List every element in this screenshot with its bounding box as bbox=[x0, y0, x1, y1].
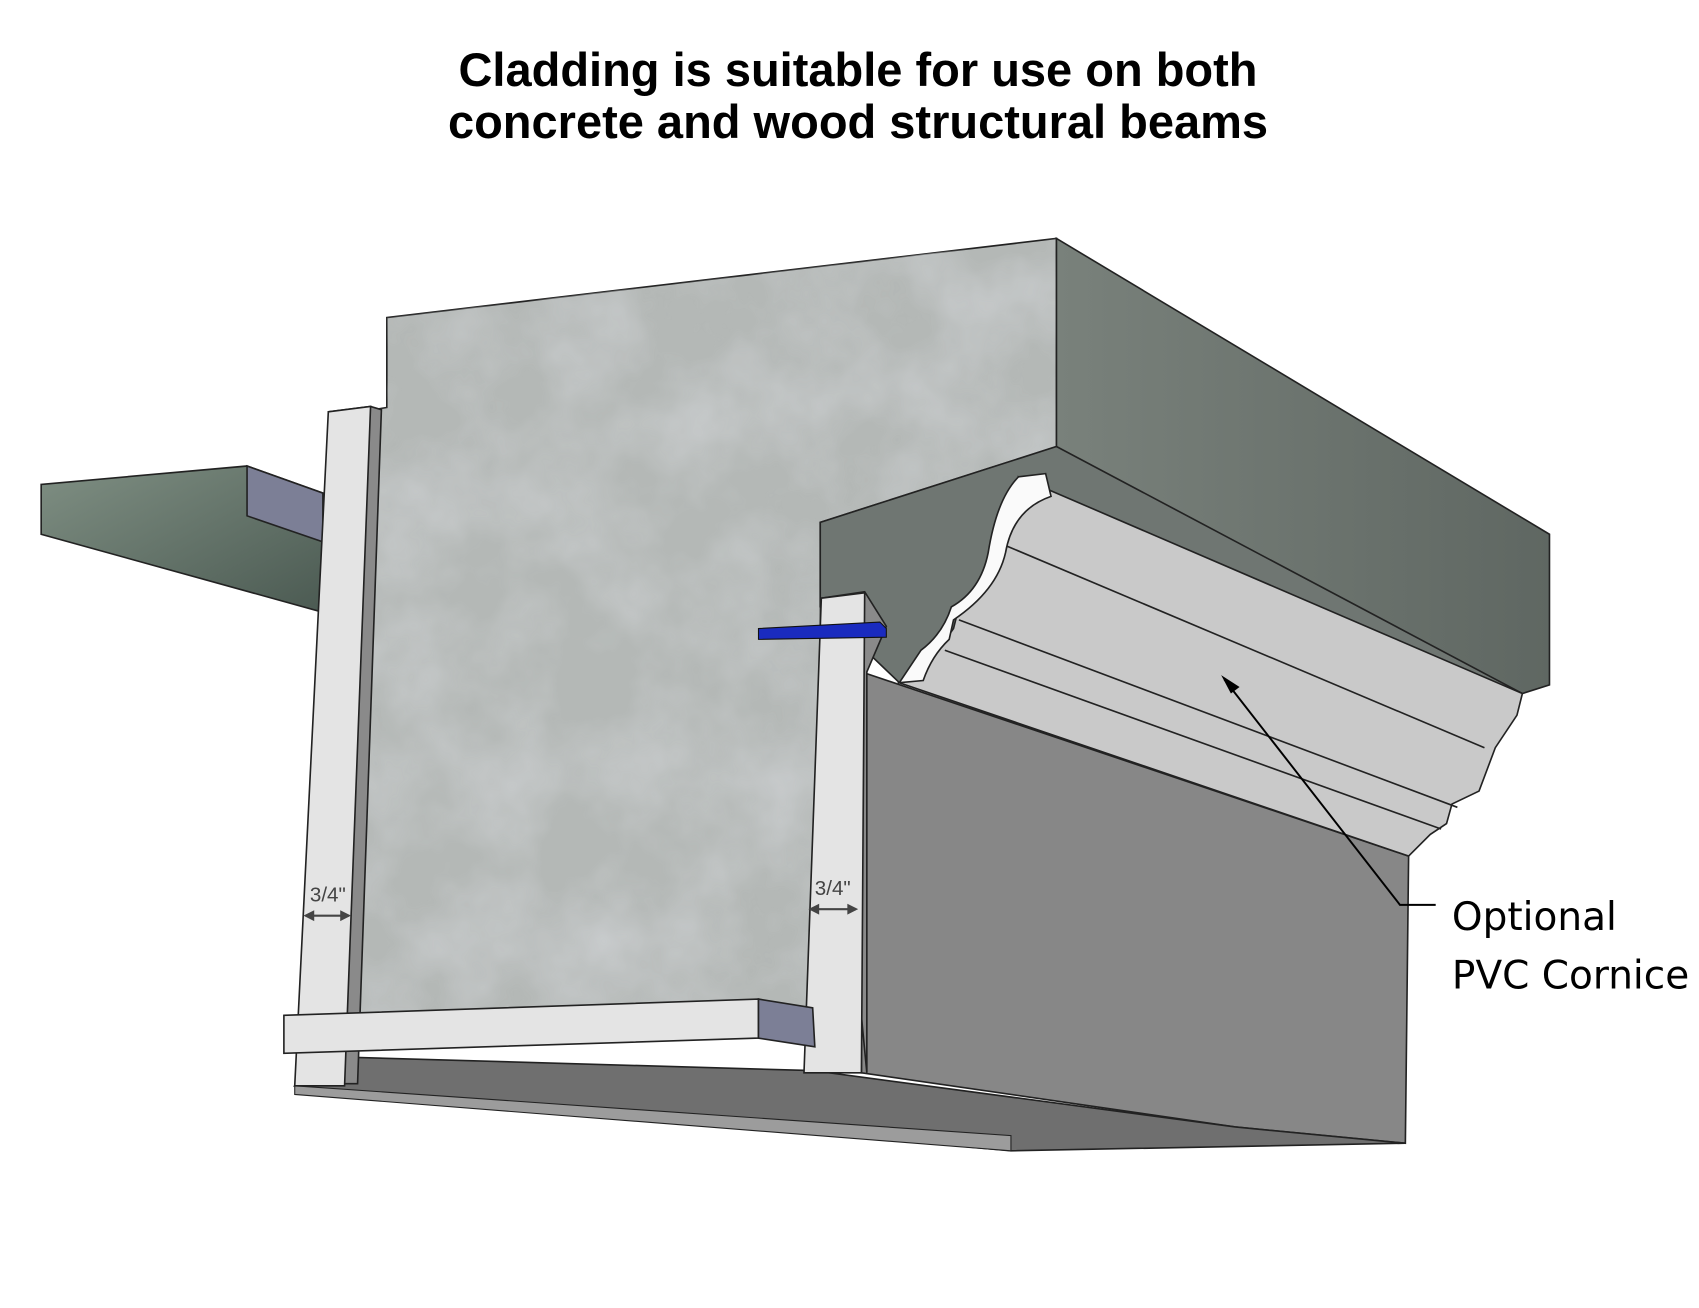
wood-beam bbox=[40, 464, 324, 614]
arrow-head-icon bbox=[1221, 675, 1240, 694]
diagram-title: Cladding is suitable for use on both con… bbox=[0, 44, 1699, 148]
pvc-cornice bbox=[897, 472, 1524, 858]
dimension-left: 3/4" bbox=[303, 884, 352, 922]
bottom-cladding-board bbox=[283, 998, 816, 1055]
dimension-left-label: 3/4" bbox=[310, 884, 346, 907]
blue-shim bbox=[757, 621, 887, 640]
title-line-2: concrete and wood structural beams bbox=[447, 95, 1269, 148]
callout-leader-line bbox=[1223, 678, 1436, 906]
callout-line-1: Optional bbox=[1452, 895, 1617, 940]
right-cladding-board bbox=[803, 590, 888, 1074]
cornice-callout: Optional PVC Cornice bbox=[1221, 675, 1689, 998]
title-line-1: Cladding is suitable for use on both bbox=[458, 43, 1258, 96]
cladding-bottom-edge bbox=[294, 1085, 1012, 1152]
dimension-right-label: 3/4" bbox=[815, 877, 851, 900]
callout-line-2: PVC Cornice bbox=[1452, 953, 1689, 998]
cornice-profile-face bbox=[897, 472, 1053, 684]
dimension-right: 3/4" bbox=[808, 877, 859, 915]
